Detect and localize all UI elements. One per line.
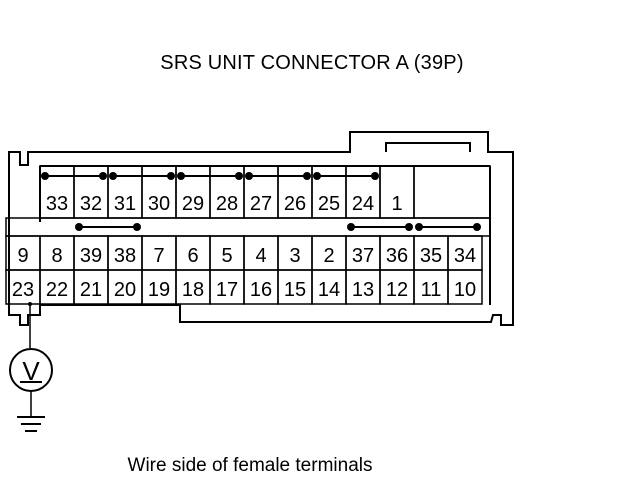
terminal-label: 1 (391, 193, 402, 215)
terminal-label: 13 (352, 279, 374, 301)
terminal-label: 12 (386, 279, 408, 301)
terminal-label: 25 (318, 193, 340, 215)
terminal-label: 30 (148, 193, 170, 215)
terminal-label: 3 (289, 245, 300, 267)
terminal-label: 9 (17, 245, 28, 267)
terminal-label: 6 (187, 245, 198, 267)
shorting-bar (177, 172, 243, 180)
terminal-label: 8 (51, 245, 62, 267)
terminal-label: 38 (114, 245, 136, 267)
terminal-label: 11 (421, 279, 442, 301)
diagram-title: SRS UNIT CONNECTOR A (39P) (160, 52, 464, 74)
terminal-label: 21 (80, 279, 102, 301)
terminal-cell-blank (413, 165, 491, 219)
terminal-label: 14 (318, 279, 340, 301)
terminal-label: 5 (221, 245, 232, 267)
terminal-label: 37 (352, 245, 374, 267)
terminal-label: 19 (148, 279, 170, 301)
terminal-label: 7 (153, 245, 164, 267)
terminal-label: 39 (80, 245, 102, 267)
terminal-label: 4 (255, 245, 266, 267)
terminal-label: 32 (80, 193, 102, 215)
shorting-bar (245, 172, 311, 180)
terminal-label: 29 (182, 193, 204, 215)
terminal-label: 34 (454, 245, 476, 267)
connector-housing (8, 131, 514, 326)
terminal-label: 35 (420, 245, 442, 267)
terminal-label: 2 (323, 245, 334, 267)
shorting-bar (313, 172, 379, 180)
terminal-label: 10 (454, 279, 476, 301)
voltmeter-symbol: V (22, 356, 40, 386)
terminal-label: 23 (12, 279, 34, 301)
probe-tip (28, 302, 32, 306)
shorting-bar (347, 223, 413, 231)
shorting-bar (41, 172, 107, 180)
diagram-caption: Wire side of female terminals (127, 455, 373, 476)
terminal-label: 15 (284, 279, 306, 301)
terminal-label: 31 (114, 193, 136, 215)
terminal-label: 36 (386, 245, 408, 267)
terminal-label: 16 (250, 279, 272, 301)
terminal-label: 27 (250, 193, 272, 215)
terminal-label: 18 (182, 279, 204, 301)
terminal-label: 22 (46, 279, 68, 301)
terminal-label: 24 (352, 193, 374, 215)
shorting-bar (75, 223, 141, 231)
terminal-label: 33 (46, 193, 68, 215)
terminal-cell (447, 269, 483, 305)
terminal-label: 17 (216, 279, 238, 301)
terminal-label: 26 (284, 193, 306, 215)
terminal-label: 20 (114, 279, 136, 301)
ground-icon (17, 416, 45, 432)
shorting-bars (41, 172, 481, 231)
shorting-bar (109, 172, 175, 180)
shorting-bar (415, 223, 481, 231)
terminal-label: 28 (216, 193, 238, 215)
connector-latch (385, 142, 471, 152)
